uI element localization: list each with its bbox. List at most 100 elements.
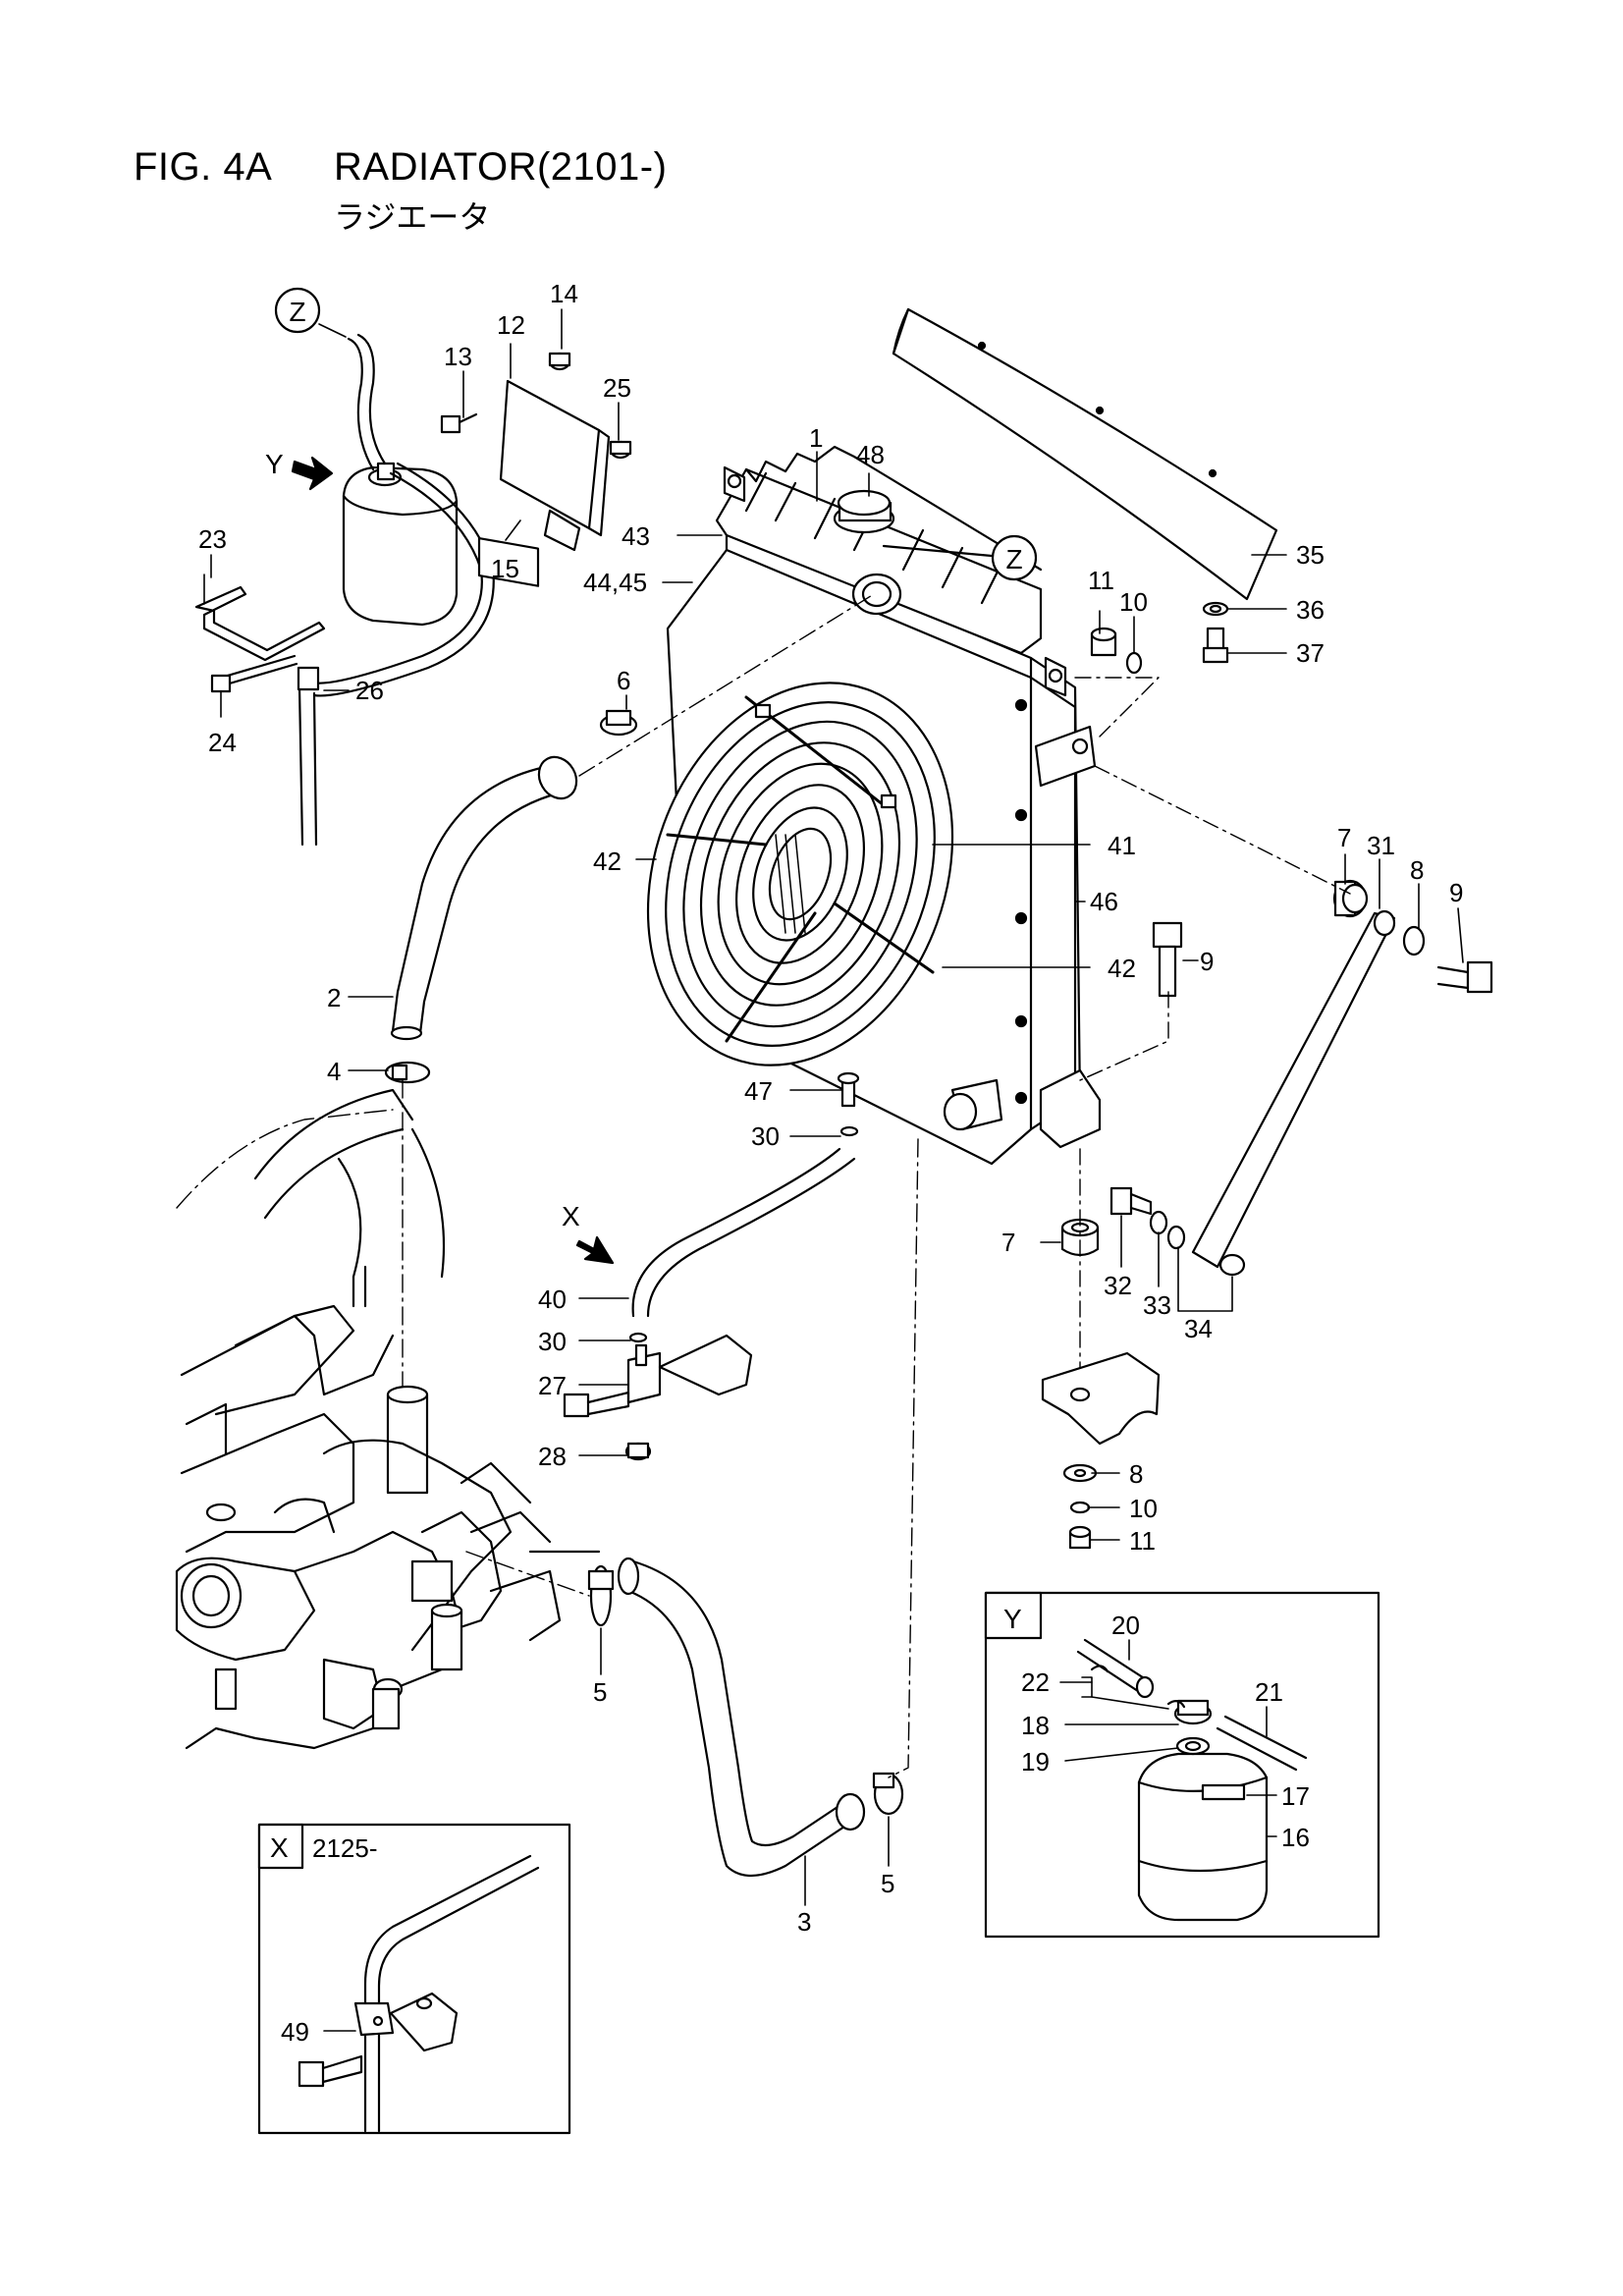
- callout-44-45: 44,45: [583, 568, 647, 597]
- tank-bracket: [194, 574, 326, 662]
- nut-25: [609, 440, 632, 460]
- nut-11-upper: [1090, 627, 1117, 657]
- washer-33: [1149, 1210, 1168, 1235]
- hose-clamp-5-engine: [587, 1564, 615, 1627]
- washer-10-upper: [1125, 651, 1143, 675]
- mount-center-line: [1074, 677, 1160, 738]
- callout-33: 33: [1143, 1290, 1171, 1320]
- callout-24: 24: [208, 728, 237, 757]
- callout-47: 47: [744, 1076, 773, 1106]
- callout-9-vertical: 9: [1200, 947, 1214, 976]
- svg-text:Z: Z: [289, 297, 305, 327]
- nut-14: [548, 352, 571, 371]
- callout-30-lower: 30: [538, 1327, 567, 1356]
- bolt-9-side: [1436, 960, 1493, 994]
- callout-34: 34: [1184, 1314, 1213, 1343]
- callout-8-upper: 8: [1410, 855, 1424, 885]
- callout-14: 14: [550, 279, 578, 308]
- lower-hose-engine-line: [465, 1551, 590, 1597]
- callout-11-lower: 11: [1129, 1526, 1156, 1556]
- callout-43: 43: [622, 521, 650, 551]
- callout-11-upper: 11: [1088, 566, 1114, 595]
- callout-26: 26: [355, 676, 384, 705]
- callout-8-lower: 8: [1129, 1459, 1143, 1489]
- callout-20: 20: [1111, 1611, 1140, 1640]
- drain-cock: [837, 1071, 860, 1108]
- callout-18: 18: [1021, 1711, 1050, 1740]
- clamp-30-lower: [628, 1332, 648, 1343]
- figure-subtitle: ラジエータ: [334, 198, 491, 236]
- callout-5-engine: 5: [593, 1677, 607, 1707]
- figure-number: FIG. 4A: [134, 145, 273, 189]
- callout-36: 36: [1296, 595, 1325, 625]
- nut-11-lower: [1068, 1525, 1092, 1550]
- air-baffle: [892, 307, 1278, 601]
- detail-x-panel: X 2125- 49: [257, 1823, 571, 2135]
- upper-hose: [390, 755, 578, 1041]
- callout-13: 13: [444, 342, 472, 371]
- callout-7-lower: 7: [1001, 1228, 1015, 1257]
- callout-40: 40: [538, 1285, 567, 1314]
- z-reference-top: Z: [274, 287, 347, 338]
- callout-17: 17: [1281, 1781, 1310, 1811]
- callout-15: 15: [491, 554, 519, 583]
- hose-clamp-6: [599, 709, 638, 737]
- callout-42b: 42: [1108, 954, 1136, 983]
- callout-21: 21: [1255, 1677, 1283, 1707]
- callout-9-side: 9: [1449, 878, 1463, 907]
- bolt-13: [440, 412, 478, 434]
- bolt-24: [210, 654, 298, 693]
- callout-2: 2: [327, 983, 341, 1012]
- callout-49: 49: [281, 2017, 309, 2047]
- callout-3: 3: [797, 1907, 811, 1937]
- callout-23: 23: [198, 524, 227, 554]
- reservoir-tank: [342, 462, 459, 627]
- hose-clamp-4: [384, 1061, 431, 1084]
- callout-16: 16: [1281, 1823, 1310, 1852]
- detail-y-panel: Y 20 22 18: [984, 1591, 1380, 1939]
- bolt-9-vertical: [1152, 921, 1183, 998]
- lower-hose: [617, 1557, 866, 1877]
- callout-22: 22: [1021, 1667, 1050, 1697]
- leader-lines: [210, 308, 1464, 1906]
- lower-bracket: [1041, 1351, 1161, 1446]
- hose-joint-27: [626, 1334, 753, 1404]
- washer-8-upper: [1402, 925, 1426, 957]
- callout-30-upper: 30: [751, 1121, 780, 1151]
- callout-10-upper: 10: [1119, 587, 1148, 617]
- washer-36: [1202, 601, 1229, 617]
- callout-1: 1: [809, 423, 823, 453]
- callout-12: 12: [497, 310, 525, 340]
- callout-37: 37: [1296, 638, 1325, 668]
- callout-32: 32: [1104, 1271, 1132, 1300]
- detail-y-label: Y: [1003, 1604, 1022, 1634]
- callout-46: 46: [1090, 887, 1118, 916]
- callout-19: 19: [1021, 1747, 1050, 1777]
- clamp-30-upper: [839, 1125, 859, 1137]
- figure-title: RADIATOR(2101-): [334, 145, 668, 189]
- bolt-37: [1202, 627, 1229, 664]
- bolt-32: [1109, 1186, 1153, 1216]
- x-view-arrow: X: [562, 1201, 615, 1265]
- stay-rod: [1191, 909, 1396, 1277]
- engine-assembly: [175, 1088, 601, 1750]
- callout-6: 6: [617, 666, 630, 695]
- y-view-arrow: Y: [265, 449, 334, 491]
- lower-hose-center-line: [888, 1138, 919, 1778]
- washer-10-lower: [1069, 1501, 1091, 1514]
- callout-27: 27: [538, 1371, 567, 1400]
- reservoir-overflow-hose: [297, 333, 495, 847]
- callout-35: 35: [1296, 540, 1325, 570]
- hose-clamp-5-radiator: [872, 1772, 904, 1816]
- callout-28: 28: [538, 1442, 567, 1471]
- callout-31: 31: [1367, 831, 1395, 860]
- callout-41: 41: [1108, 831, 1136, 860]
- callout-42a: 42: [593, 847, 622, 876]
- svg-text:Z: Z: [1005, 544, 1022, 574]
- callout-10-lower: 10: [1129, 1494, 1158, 1523]
- drain-hose: [631, 1147, 856, 1318]
- washer-34: [1166, 1225, 1186, 1250]
- callout-4: 4: [327, 1057, 341, 1086]
- detail-x-label: X: [270, 1832, 289, 1863]
